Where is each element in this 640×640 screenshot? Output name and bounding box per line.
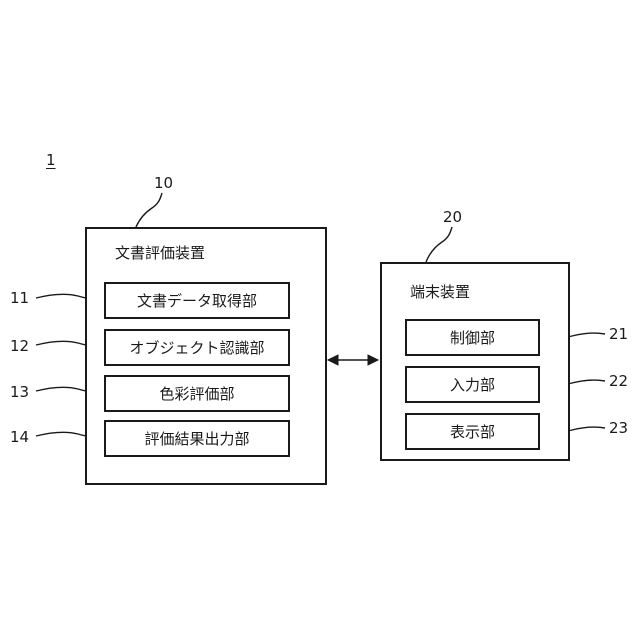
color-evaluation-unit: 色彩評価部 xyxy=(104,375,290,412)
leader-line-10 xyxy=(136,193,162,227)
control-unit: 制御部 xyxy=(405,319,540,356)
document-evaluation-device-title: 文書評価装置 xyxy=(115,244,205,262)
unit-ref-number-11: 11 xyxy=(10,289,29,307)
terminal-device-title: 端末装置 xyxy=(410,283,470,301)
system-ref-number: 1 xyxy=(46,151,56,169)
evaluation-result-output-unit: 評価結果出力部 xyxy=(104,420,290,457)
unit-ref-number-21: 21 xyxy=(609,325,628,343)
unit-ref-number-23: 23 xyxy=(609,419,628,437)
unit-ref-number-22: 22 xyxy=(609,372,628,390)
document-data-acquisition-unit: 文書データ取得部 xyxy=(104,282,290,319)
device-ref-number: 10 xyxy=(154,174,173,192)
terminal-ref-number: 20 xyxy=(443,208,462,226)
input-unit: 入力部 xyxy=(405,366,540,403)
bidirectional-arrow xyxy=(328,355,378,365)
unit-ref-number-13: 13 xyxy=(10,383,29,401)
leader-line-20 xyxy=(426,227,452,262)
document-evaluation-device-box: 文書評価装置 文書データ取得部 オブジェクト認識部 色彩評価部 評価結果出力部 xyxy=(85,227,327,485)
terminal-device-box: 端末装置 制御部 入力部 表示部 xyxy=(380,262,570,461)
unit-ref-number-14: 14 xyxy=(10,428,29,446)
object-recognition-unit: オブジェクト認識部 xyxy=(104,329,290,366)
unit-ref-number-12: 12 xyxy=(10,337,29,355)
display-unit: 表示部 xyxy=(405,413,540,450)
